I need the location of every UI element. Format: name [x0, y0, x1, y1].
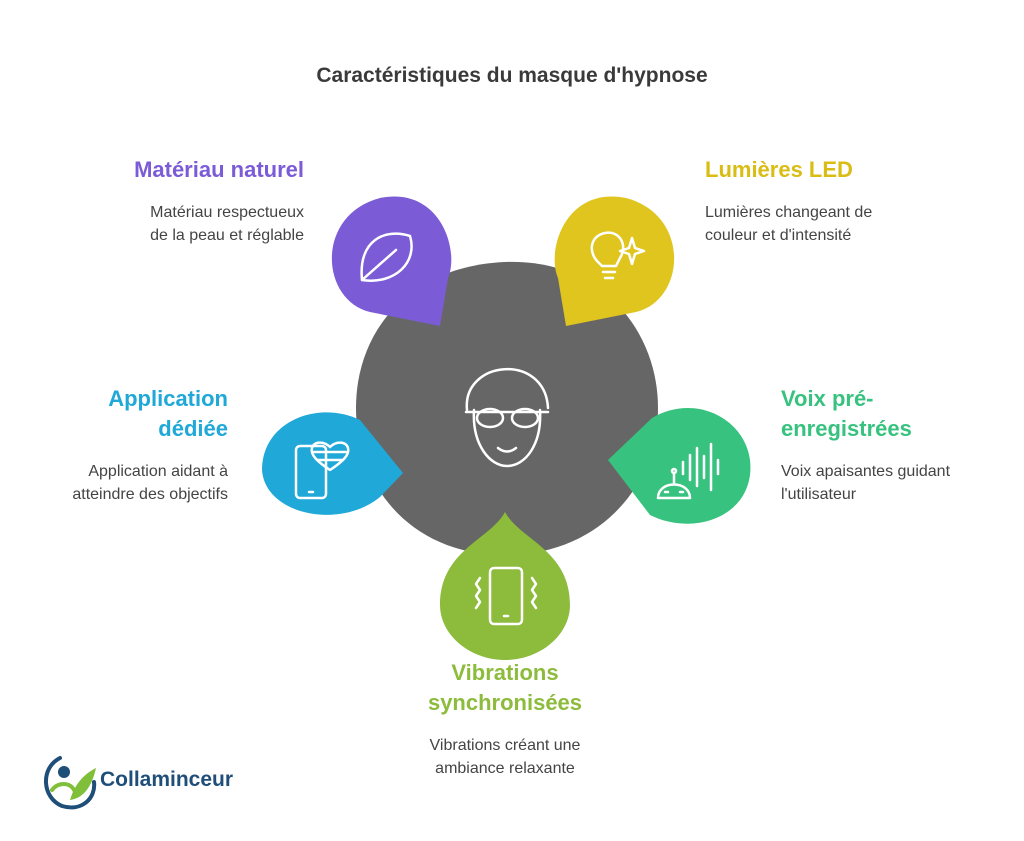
petal-materiau: [331, 196, 452, 326]
diagram-title: Caractéristiques du masque d'hypnose: [316, 64, 708, 87]
voix-title-line2: enregistrées: [781, 416, 912, 441]
collaminceur-logo-icon: [44, 756, 97, 810]
vibrations-desc-line2: ambiance relaxante: [435, 760, 575, 777]
lightbulb-icon: [590, 231, 646, 280]
materiau-desc: Matériau respectueux de la peau et régla…: [80, 201, 304, 247]
voix-desc-line2: l'utilisateur: [781, 486, 857, 503]
logo-text: Collaminceur: [100, 768, 234, 791]
app-desc-line1: Application aidant à: [88, 463, 228, 480]
voix-title: Voix pré- enregistrées: [781, 384, 1001, 444]
app-title: Application dédiée: [40, 384, 228, 444]
vibrations-title-line1: Vibrations: [451, 660, 559, 685]
materiau-desc-line2: de la peau et réglable: [150, 227, 304, 244]
app-desc: Application aidant à atteindre des objec…: [20, 460, 228, 506]
vibrations-desc-line1: Vibrations créant une: [429, 737, 581, 754]
petal-voix: [608, 408, 751, 524]
phone-heart-icon: [294, 441, 350, 500]
vibrations-desc: Vibrations créant une ambiance relaxante: [380, 734, 630, 780]
face-mask-icon: [464, 368, 550, 468]
vibrations-title-line2: synchronisées: [427, 690, 583, 715]
petal-led: [554, 196, 675, 326]
app-title-line2: dédiée: [158, 416, 228, 441]
led-desc-line2: couleur et d'intensité: [705, 227, 852, 244]
voix-desc-line1: Voix apaisantes guidant: [781, 463, 951, 480]
vibrations-title: Vibrations synchronisées: [380, 658, 630, 718]
led-desc: Lumières changeant de couleur et d'inten…: [705, 201, 965, 247]
petal-vibrations: [440, 512, 570, 660]
vibrating-phone-icon: [474, 566, 538, 626]
voix-desc: Voix apaisantes guidant l'utilisateur: [781, 460, 1011, 506]
materiau-desc-line1: Matériau respectueux: [150, 204, 304, 221]
led-title: Lumières LED: [705, 157, 853, 182]
leaf-icon: [360, 232, 413, 282]
center-blob: [356, 261, 658, 555]
robot-voice-icon: [656, 442, 720, 500]
led-desc-line1: Lumières changeant de: [705, 204, 873, 221]
materiau-title: Matériau naturel: [134, 157, 304, 182]
app-title-line1: Application: [108, 386, 228, 411]
app-desc-line2: atteindre des objectifs: [72, 486, 228, 503]
voix-title-line1: Voix pré-: [781, 386, 874, 411]
